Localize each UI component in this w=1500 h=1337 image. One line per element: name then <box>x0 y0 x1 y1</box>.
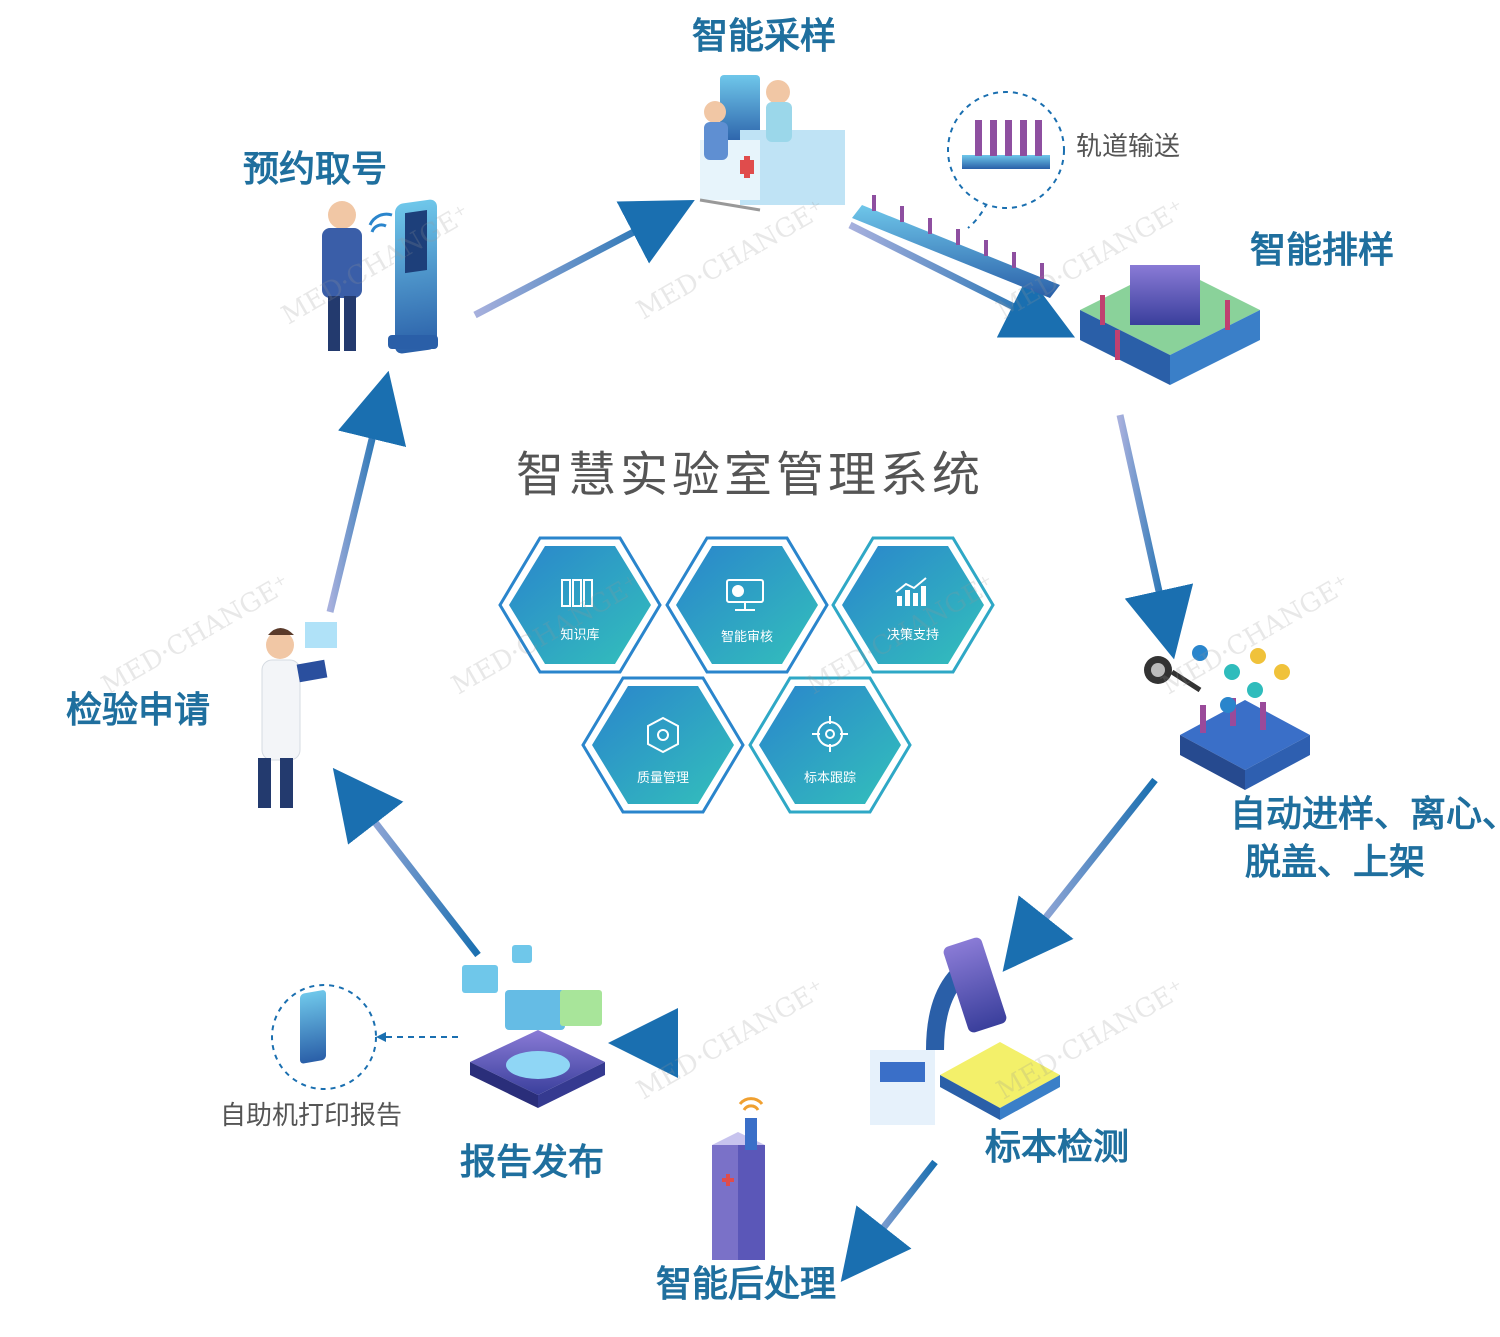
quality-shield-icon <box>647 716 679 754</box>
module-label-knowledge-base: 知识库 <box>560 628 600 643</box>
flow-arrows <box>326 164 1194 1283</box>
arrow-request-to-booking <box>326 370 407 613</box>
step-sorting-label: 智能排样 <box>1250 230 1395 271</box>
arrow-booking-to-sampling <box>473 200 695 319</box>
step-request-label: 检验申请 <box>66 690 211 731</box>
step-track-label: 轨道输送 <box>1076 132 1181 162</box>
arrow-sampling-to-sorting <box>848 221 1076 338</box>
monitor-chart-icon <box>726 579 764 611</box>
post-processing-server-illustration <box>712 1097 765 1260</box>
arrow-kiosk-print-head <box>376 1032 386 1042</box>
step-testing-label: 标本检测 <box>985 1127 1130 1168</box>
auto-processing-illustration <box>1144 645 1310 790</box>
system-title: 智慧实验室管理系统 <box>515 447 984 503</box>
step-self-print-label: 自助机打印报告 <box>220 1101 403 1131</box>
step-sampling-label: 智能采样 <box>692 16 837 57</box>
sorting-machine-illustration <box>1080 265 1260 385</box>
step-auto-processing-label-line2: 脱盖、上架 <box>1244 842 1425 883</box>
step-auto-processing-label-line1: 自动进样、离心、 <box>1230 794 1500 835</box>
module-hex-smart-review <box>665 536 829 674</box>
track-illustration <box>852 91 1065 298</box>
arrow-testing-to-post <box>840 1159 938 1283</box>
step-post-processing-label: 智能后处理 <box>656 1264 837 1305</box>
module-label-decision-support: 决策支持 <box>886 628 939 643</box>
arrow-report-to-request <box>332 767 481 958</box>
doctor-illustration <box>258 622 337 808</box>
step-booking-label: 预约取号 <box>243 149 388 190</box>
arrow-auto-to-testing <box>1002 777 1158 972</box>
books-icon <box>561 579 593 607</box>
step-report-label: 报告发布 <box>460 1142 605 1183</box>
booking-kiosk-illustration <box>322 199 438 354</box>
arrow-sorting-to-auto <box>1116 414 1194 660</box>
module-label-quality-management: 质量管理 <box>636 771 689 786</box>
module-label-smart-review: 智能审核 <box>720 630 773 645</box>
module-hexagons <box>498 536 995 814</box>
report-platform-illustration <box>271 945 605 1108</box>
module-label-specimen-tracking: 标本跟踪 <box>803 771 856 786</box>
bar-trend-icon <box>895 577 927 606</box>
testing-microscope-illustration <box>870 937 1060 1125</box>
target-icon <box>812 716 848 752</box>
module-hex-quality-management <box>581 676 745 814</box>
sampling-desk-illustration <box>699 75 845 212</box>
